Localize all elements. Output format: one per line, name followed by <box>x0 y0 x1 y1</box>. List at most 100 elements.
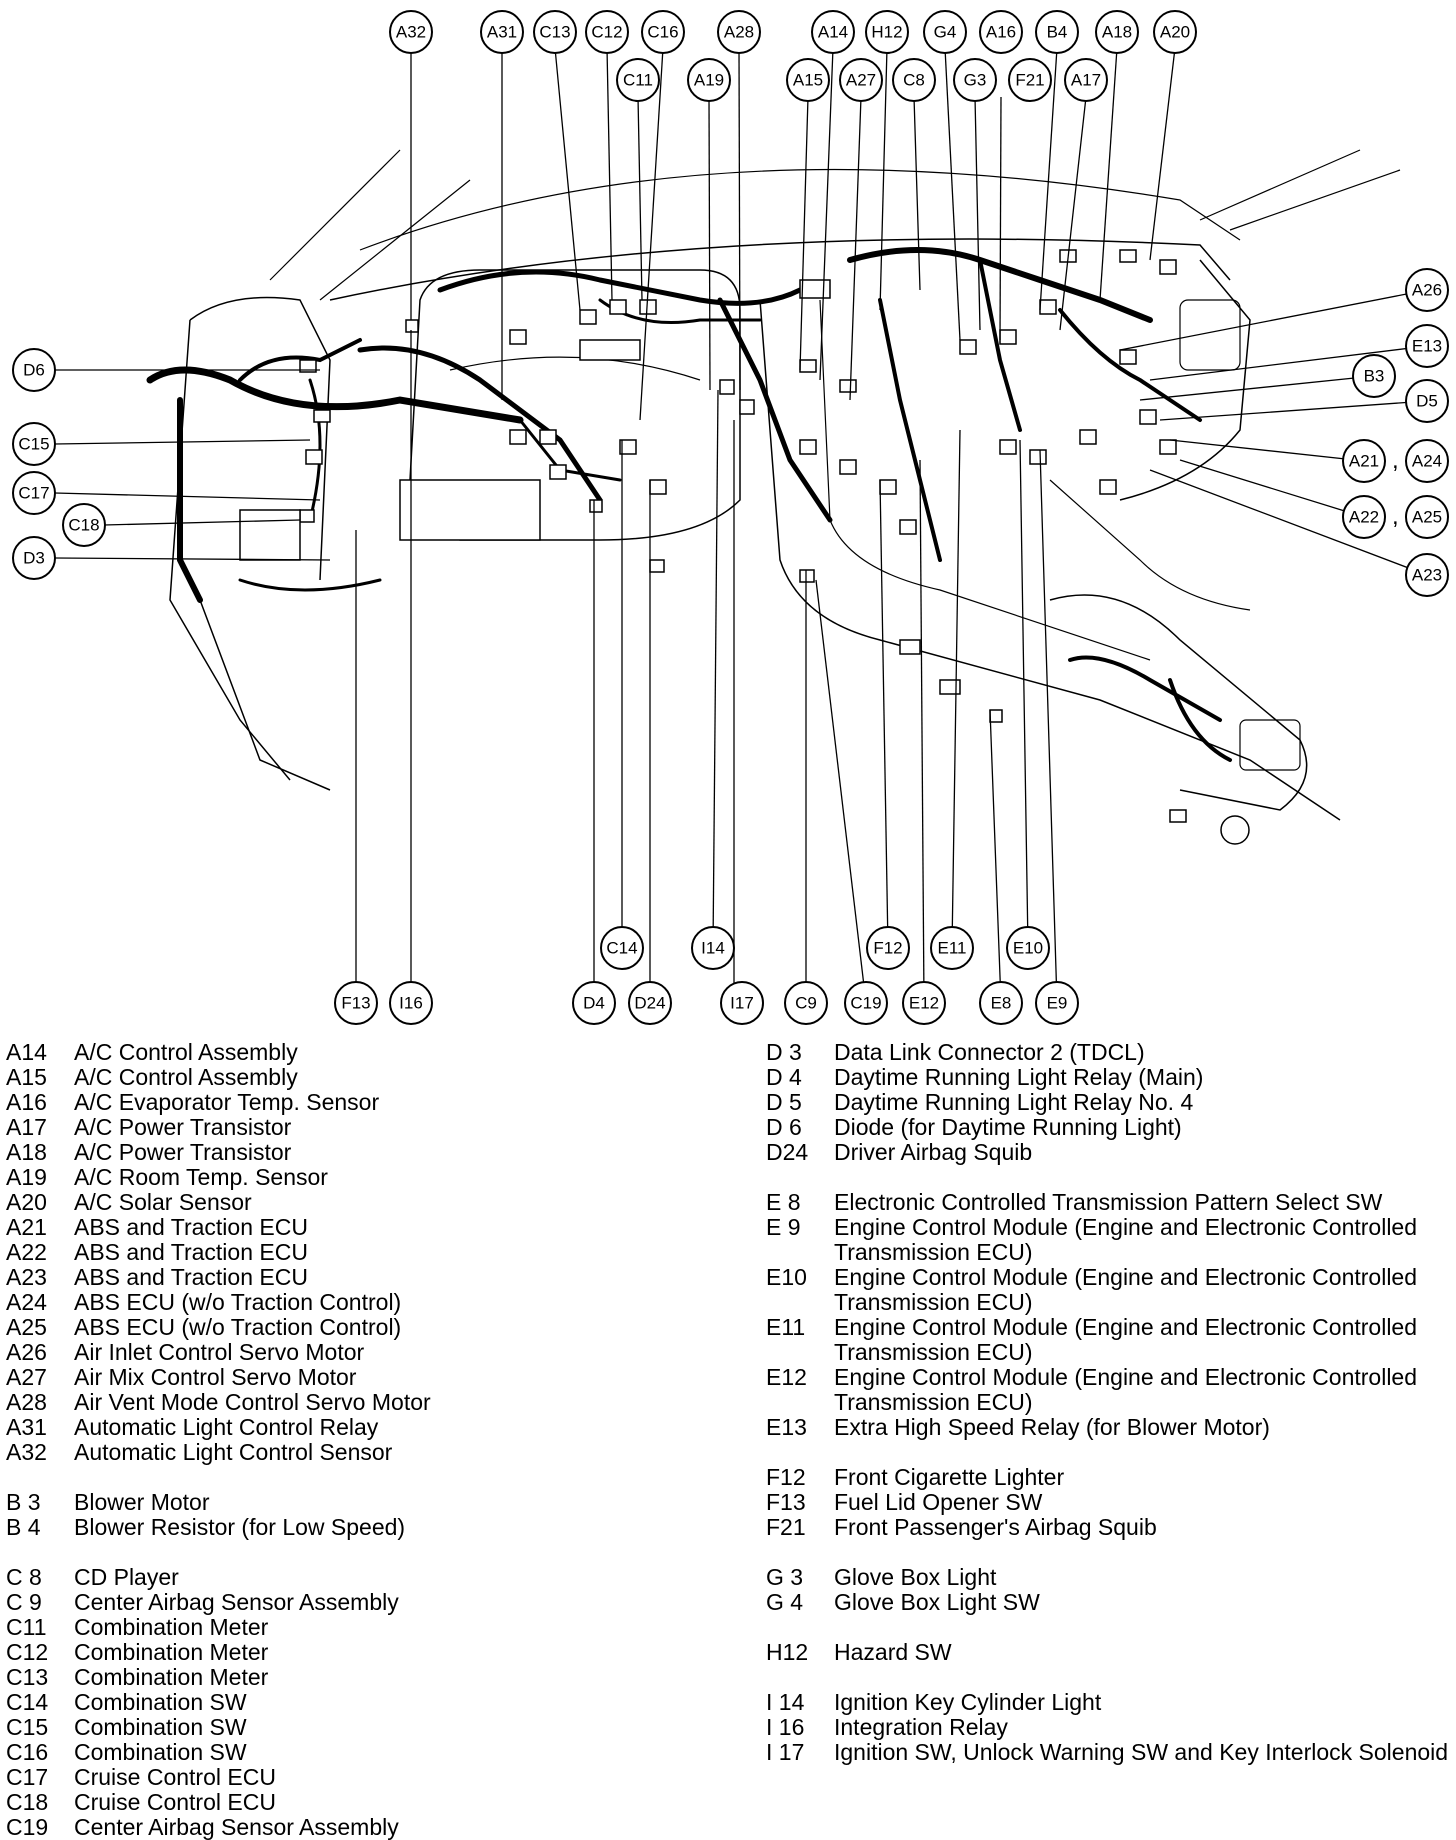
callout-A19: A19 <box>687 58 731 102</box>
callout-D5: D5 <box>1405 379 1449 423</box>
legend-description: Front Cigarette Lighter <box>834 1464 1065 1490</box>
callout-C15: C15 <box>12 422 56 466</box>
callout-C11: C11 <box>616 58 660 102</box>
legend-code: A23 <box>6 1264 47 1290</box>
wiring-location-diagram: A32 A31 C13 C12 C16 C11 A28 A19 A14 A15 … <box>12 10 1449 1025</box>
legend-code: D 3 <box>766 1039 802 1065</box>
legend-code: A18 <box>6 1139 47 1165</box>
callout-A20: A20 <box>1153 10 1197 54</box>
legend-code: C 9 <box>6 1589 42 1615</box>
callout-E10: E10 <box>1006 926 1050 970</box>
callout-F13: F13 <box>334 981 378 1025</box>
legend-description: Daytime Running Light Relay (Main) <box>834 1064 1204 1090</box>
legend-description: Combination SW <box>74 1739 247 1765</box>
callout-A23: A23 <box>1405 553 1449 597</box>
legend-code: I 17 <box>766 1739 805 1765</box>
callout-A32: A32 <box>389 10 433 54</box>
legend-description: Combination Meter <box>74 1614 269 1640</box>
legend-description: Front Passenger's Airbag Squib <box>834 1514 1157 1540</box>
callout-B3: B3 <box>1352 354 1396 398</box>
svg-text:A21: A21 <box>1349 452 1379 471</box>
svg-text:D6: D6 <box>23 361 45 380</box>
legend-code: C18 <box>6 1789 49 1815</box>
svg-text:C15: C15 <box>18 435 49 454</box>
legend-code: F21 <box>766 1514 806 1540</box>
callout-I16: I16 <box>389 981 433 1025</box>
callout-A24: A24 <box>1405 439 1449 483</box>
legend-description: Fuel Lid Opener SW <box>834 1489 1043 1515</box>
legend-description: Center Airbag Sensor Assembly <box>74 1814 399 1840</box>
callout-C19: C19 <box>844 981 888 1025</box>
svg-text:B4: B4 <box>1047 23 1068 42</box>
callout-C9: C9 <box>784 981 828 1025</box>
legend-code: A31 <box>6 1414 47 1440</box>
legend-description: ABS and Traction ECU <box>74 1264 308 1290</box>
legend-code: A28 <box>6 1389 47 1415</box>
callout-E13: E13 <box>1405 324 1449 368</box>
callout-E9: E9 <box>1035 981 1079 1025</box>
legend-row: A23 ABS and Traction ECU <box>6 1265 726 1290</box>
svg-text:G3: G3 <box>964 71 987 90</box>
callout-F21: F21 <box>1008 58 1052 102</box>
legend-description: Cruise Control ECU <box>74 1789 276 1815</box>
callout-E11: E11 <box>930 926 974 970</box>
legend-code: D 4 <box>766 1064 802 1090</box>
legend-code: A17 <box>6 1114 47 1140</box>
legend-description: ABS and Traction ECU <box>74 1239 308 1265</box>
legend-description: Engine Control Module (Engine and Electr… <box>834 1364 1418 1415</box>
legend-description: A/C Power Transistor <box>74 1139 292 1165</box>
svg-text:E10: E10 <box>1013 939 1043 958</box>
callout-A27: A27 <box>839 58 883 102</box>
legend-description: A/C Control Assembly <box>74 1064 298 1090</box>
legend-code: A24 <box>6 1289 47 1315</box>
legend-row: A18 A/C Power Transistor <box>6 1140 726 1165</box>
svg-text:A18: A18 <box>1102 23 1132 42</box>
callout-C17: C17 <box>12 471 56 515</box>
legend-code: F12 <box>766 1464 806 1490</box>
svg-text:A26: A26 <box>1412 281 1442 300</box>
legend-description: Engine Control Module (Engine and Electr… <box>834 1314 1418 1365</box>
legend-code: A19 <box>6 1164 47 1190</box>
legend-description: ABS ECU (w/o Traction Control) <box>74 1289 402 1315</box>
callout-D24: D24 <box>628 981 672 1025</box>
callout-B4: B4 <box>1035 10 1079 54</box>
legend-description: ABS and Traction ECU <box>74 1214 308 1240</box>
legend-description: Air Vent Mode Control Servo Motor <box>74 1389 431 1415</box>
legend-code: A15 <box>6 1064 47 1090</box>
legend-code: E10 <box>766 1264 807 1290</box>
svg-text:E13: E13 <box>1412 337 1442 356</box>
legend-code: C16 <box>6 1739 49 1765</box>
legend-gap <box>766 1665 1456 1690</box>
legend-code: I 16 <box>766 1714 805 1740</box>
svg-text:E12: E12 <box>909 994 939 1013</box>
svg-text:A14: A14 <box>818 23 848 42</box>
legend-description: Data Link Connector 2 (TDCL) <box>834 1039 1145 1065</box>
callout-C18: C18 <box>62 503 106 547</box>
legend-description: A/C Room Temp. Sensor <box>74 1164 328 1190</box>
connectors <box>239 249 1187 823</box>
legend-row: F21 Front Passenger's Airbag Squib <box>766 1515 1456 1540</box>
legend-description: Electronic Controlled Transmission Patte… <box>834 1189 1383 1215</box>
svg-text:A31: A31 <box>487 23 517 42</box>
legend-code: G 3 <box>766 1564 804 1590</box>
legend-description: A/C Solar Sensor <box>74 1189 252 1215</box>
svg-text:C18: C18 <box>68 516 99 535</box>
legend-description: CD Player <box>74 1564 179 1590</box>
legend-description: Air Mix Control Servo Motor <box>74 1364 357 1390</box>
callout-C13: C13 <box>533 10 577 54</box>
legend-description: Engine Control Module (Engine and Electr… <box>834 1264 1418 1315</box>
callout-G4: G4 <box>923 10 967 54</box>
callout-A26: A26 <box>1405 268 1449 312</box>
